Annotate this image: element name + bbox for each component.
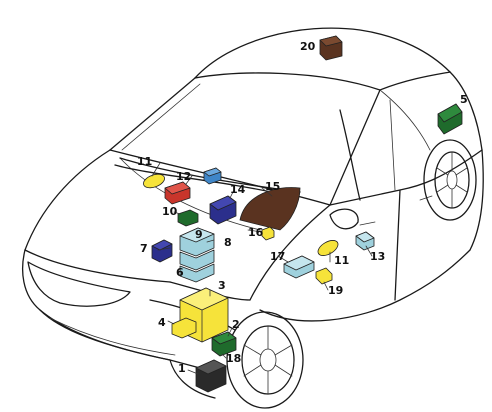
component-stack-6-8-9 (179, 227, 215, 283)
label-9: 9 (195, 228, 203, 241)
instrument-cluster-15 (239, 187, 301, 231)
component-13-block (355, 231, 375, 251)
dashboard (114, 157, 301, 231)
component-4-block (171, 317, 197, 339)
component-blue-small-block (203, 167, 222, 185)
label-12: 12 (176, 170, 191, 183)
component-19-block (315, 267, 333, 285)
label-4: 4 (158, 316, 166, 329)
component-1-block (195, 359, 227, 393)
rear-wheel (423, 139, 477, 221)
components (143, 35, 463, 393)
component-2-block (211, 331, 237, 357)
component-5-block (437, 103, 463, 135)
label-8: 8 (224, 236, 232, 249)
component-20-block (319, 35, 343, 61)
label-17: 17 (270, 250, 285, 263)
number-labels: 20 5 11 12 14 15 10 9 16 8 7 6 17 11 13 … (137, 40, 468, 375)
label-19: 19 (328, 284, 343, 297)
front-wheel (226, 311, 304, 409)
component-12-block (164, 181, 191, 205)
label-20: 20 (300, 40, 316, 53)
label-3: 3 (218, 279, 226, 292)
label-7: 7 (140, 242, 148, 255)
leader-lines (151, 162, 373, 375)
label-11-dash: 11 (137, 155, 152, 168)
label-13: 13 (370, 250, 385, 263)
component-11-door-block (317, 240, 339, 256)
component-17-block (283, 255, 315, 279)
label-15: 15 (265, 180, 280, 193)
label-11-door: 11 (334, 254, 349, 267)
label-10: 10 (162, 205, 178, 218)
label-6: 6 (176, 266, 184, 279)
label-16: 16 (248, 226, 264, 239)
label-1: 1 (178, 362, 186, 375)
component-10-block (177, 209, 199, 227)
label-2: 2 (232, 318, 240, 331)
label-5: 5 (460, 93, 468, 106)
label-14: 14 (230, 183, 246, 196)
component-14-block (209, 195, 237, 225)
label-18: 18 (226, 352, 241, 365)
component-16-block (261, 226, 275, 241)
component-7-block (151, 239, 173, 263)
